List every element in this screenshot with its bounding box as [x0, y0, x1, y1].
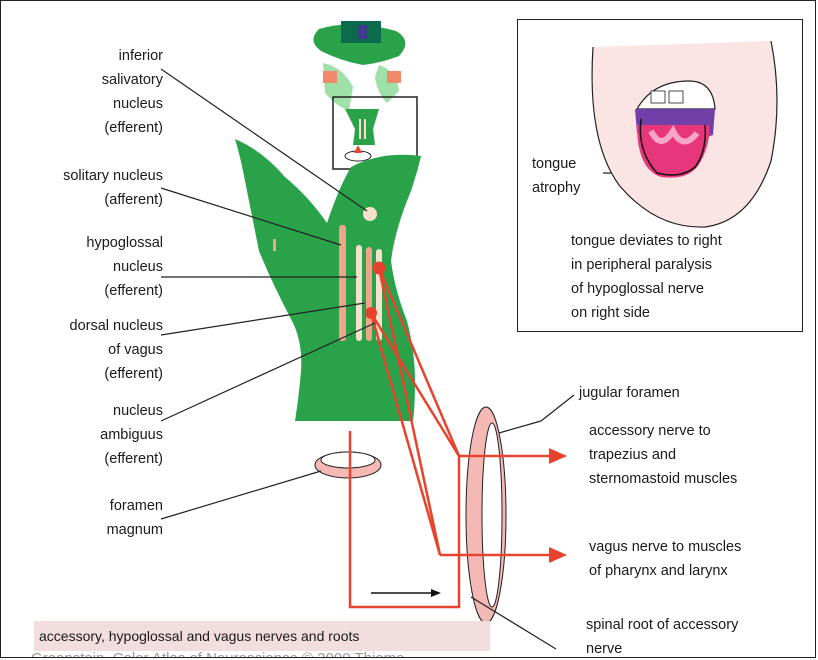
label-jugular-foramen: jugular foramen [579, 381, 779, 405]
jugular-foramen-ring [466, 407, 506, 623]
label-line: nucleus [21, 92, 163, 116]
brainstem-medulla [235, 139, 421, 421]
copyright-watermark: Greenstein, Color Atlas of Neuroscience … [31, 649, 404, 658]
inset-caption: tongue deviates to right in peripheral p… [571, 229, 791, 325]
label-vagus-nerve: vagus nerve to muscles of pharynx and la… [589, 535, 809, 583]
label-line: nerve [586, 637, 806, 658]
label-accessory-nerve: accessory nerve to trapezius and sternom… [589, 419, 809, 491]
label-line: on right side [571, 301, 791, 325]
label-line: of hypoglossal nerve [571, 277, 791, 301]
label-line: ambiguus [21, 423, 163, 447]
label-line: (efferent) [21, 279, 163, 303]
label-line: (efferent) [1, 362, 163, 386]
brainstem-overview-illustration [313, 21, 405, 161]
label-tongue-atrophy: tongue atrophy [532, 152, 612, 200]
label-line: tongue deviates to right [571, 229, 791, 253]
solitary-nucleus-column [339, 225, 346, 341]
label-line: salivatory [21, 68, 163, 92]
label-line: of pharynx and larynx [589, 559, 809, 583]
label-hypoglossal-nucleus: hypoglossal nucleus (efferent) [21, 231, 163, 303]
label-line: nucleus [21, 399, 163, 423]
label-line: tongue [532, 152, 612, 176]
label-line: inferior [21, 44, 163, 68]
foramen-magnum-ring [315, 452, 381, 478]
hypoglossal-nucleus-column [356, 245, 362, 341]
label-line: in peripheral paralysis [571, 253, 791, 277]
label-solitary-nucleus: solitary nucleus (afferent) [1, 164, 163, 212]
label-dorsal-nucleus-of-vagus: dorsal nucleus of vagus (efferent) [1, 314, 163, 386]
label-line: (efferent) [21, 116, 163, 140]
label-line: of vagus [1, 338, 163, 362]
label-spinal-root-of-accessory-nerve: spinal root of accessory nerve [586, 613, 806, 658]
label-line: spinal root of accessory [586, 613, 806, 637]
vagus-arrowhead [549, 547, 567, 563]
label-line: nucleus [21, 255, 163, 279]
label-line: trapezius and [589, 443, 809, 467]
label-line: magnum [21, 518, 163, 542]
accessory-arrowhead [549, 448, 567, 464]
label-line: foramen [21, 494, 163, 518]
label-line: (afferent) [1, 188, 163, 212]
label-line: hypoglossal [21, 231, 163, 255]
label-foramen-magnum: foramen magnum [21, 494, 163, 542]
label-line: dorsal nucleus [1, 314, 163, 338]
label-line: atrophy [532, 176, 612, 200]
label-line: accessory nerve to [589, 419, 809, 443]
label-line: solitary nucleus [1, 164, 163, 188]
label-line: sternomastoid muscles [589, 467, 809, 491]
label-nucleus-ambiguus: nucleus ambiguus (efferent) [21, 399, 163, 471]
figure-caption: accessory, hypoglossal and vagus nerves … [39, 625, 359, 647]
label-line: (efferent) [21, 447, 163, 471]
label-line: vagus nerve to muscles [589, 535, 809, 559]
label-inferior-salivatory-nucleus: inferior salivatory nucleus (efferent) [21, 44, 163, 140]
